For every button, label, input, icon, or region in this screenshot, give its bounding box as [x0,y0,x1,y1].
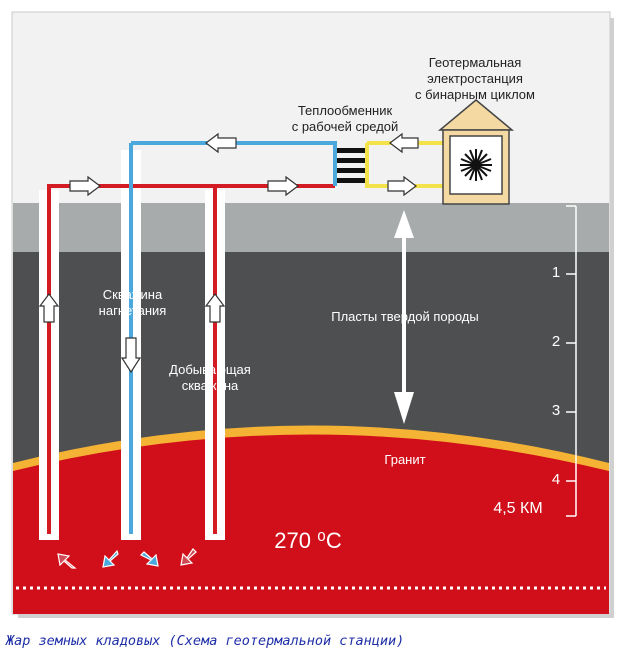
depth-tick-1: 1 [551,264,561,281]
arrow-up-right-well-icon [204,293,226,323]
frame-shadow-bottom [18,614,614,618]
arrow-left-cold-icon [205,132,237,154]
rock-layers-label: Пласты твердой породы [331,309,479,324]
outflow-arrow-1-icon [57,553,77,569]
arrow-right-hot-left-icon [69,175,101,197]
depth-tick-2: 2 [551,333,561,350]
depth-tick-4: 4 [551,471,561,488]
arrow-down-injection-icon [120,337,142,374]
heat-exchanger [337,148,367,183]
injection-well-label-line-1: Скважина [102,287,163,302]
diagram-caption: Жар земных кладовых (Схема геотермальной… [6,633,405,649]
production-well-label-line-2: скважина [181,378,239,393]
power-plant-label-line-1: Геотермальная [428,55,522,70]
depth-tick-3: 3 [551,402,561,419]
power-plant-house [437,99,515,205]
arrow-right-fluid-icon [387,175,417,197]
outflow-arrow-2-icon [102,549,119,568]
surface-layer [13,203,609,253]
granite-label: Гранит [384,452,426,467]
power-plant-label-line-3: с бинарным циклом [415,87,535,102]
heat-exchanger-label-line-2: с рабочей средой [291,119,399,134]
depth-max-label: 4,5 КМ [493,500,543,517]
arrow-up-left-well-icon [38,293,60,323]
granite-zone [13,434,609,614]
working-fluid-loop [365,143,445,188]
production-well-label-line-1: Добывающая [169,362,251,377]
depth-scale [566,205,577,517]
cold-pipe-top [131,141,337,186]
outflow-arrow-3-icon [139,551,159,567]
injection-well-label: Скважина нагнетания [85,287,180,319]
injection-well-label-line-2: нагнетания [98,303,167,318]
power-plant-label: Геотермальная электростанция с бинарным … [400,55,550,103]
frame-shadow-right [610,18,614,618]
turbine-icon [457,146,495,184]
outflow-arrow-4-icon [180,548,197,566]
arrow-left-fluid-icon [389,132,419,154]
power-plant-label-line-2: электростанция [427,71,523,86]
temperature-label: 270 ⁰С [274,528,342,553]
production-well-label: Добывающая скважина [160,362,260,394]
rock-thickness-arrow-icon [394,210,414,424]
arrow-right-hot-right-icon [267,175,299,197]
heat-exchanger-label-line-1: Теплообменник [297,103,393,118]
heat-exchanger-label: Теплообменник с рабочей средой [280,103,410,135]
well-bottom-arrows [57,548,197,569]
hot-pipe-left [47,184,335,534]
